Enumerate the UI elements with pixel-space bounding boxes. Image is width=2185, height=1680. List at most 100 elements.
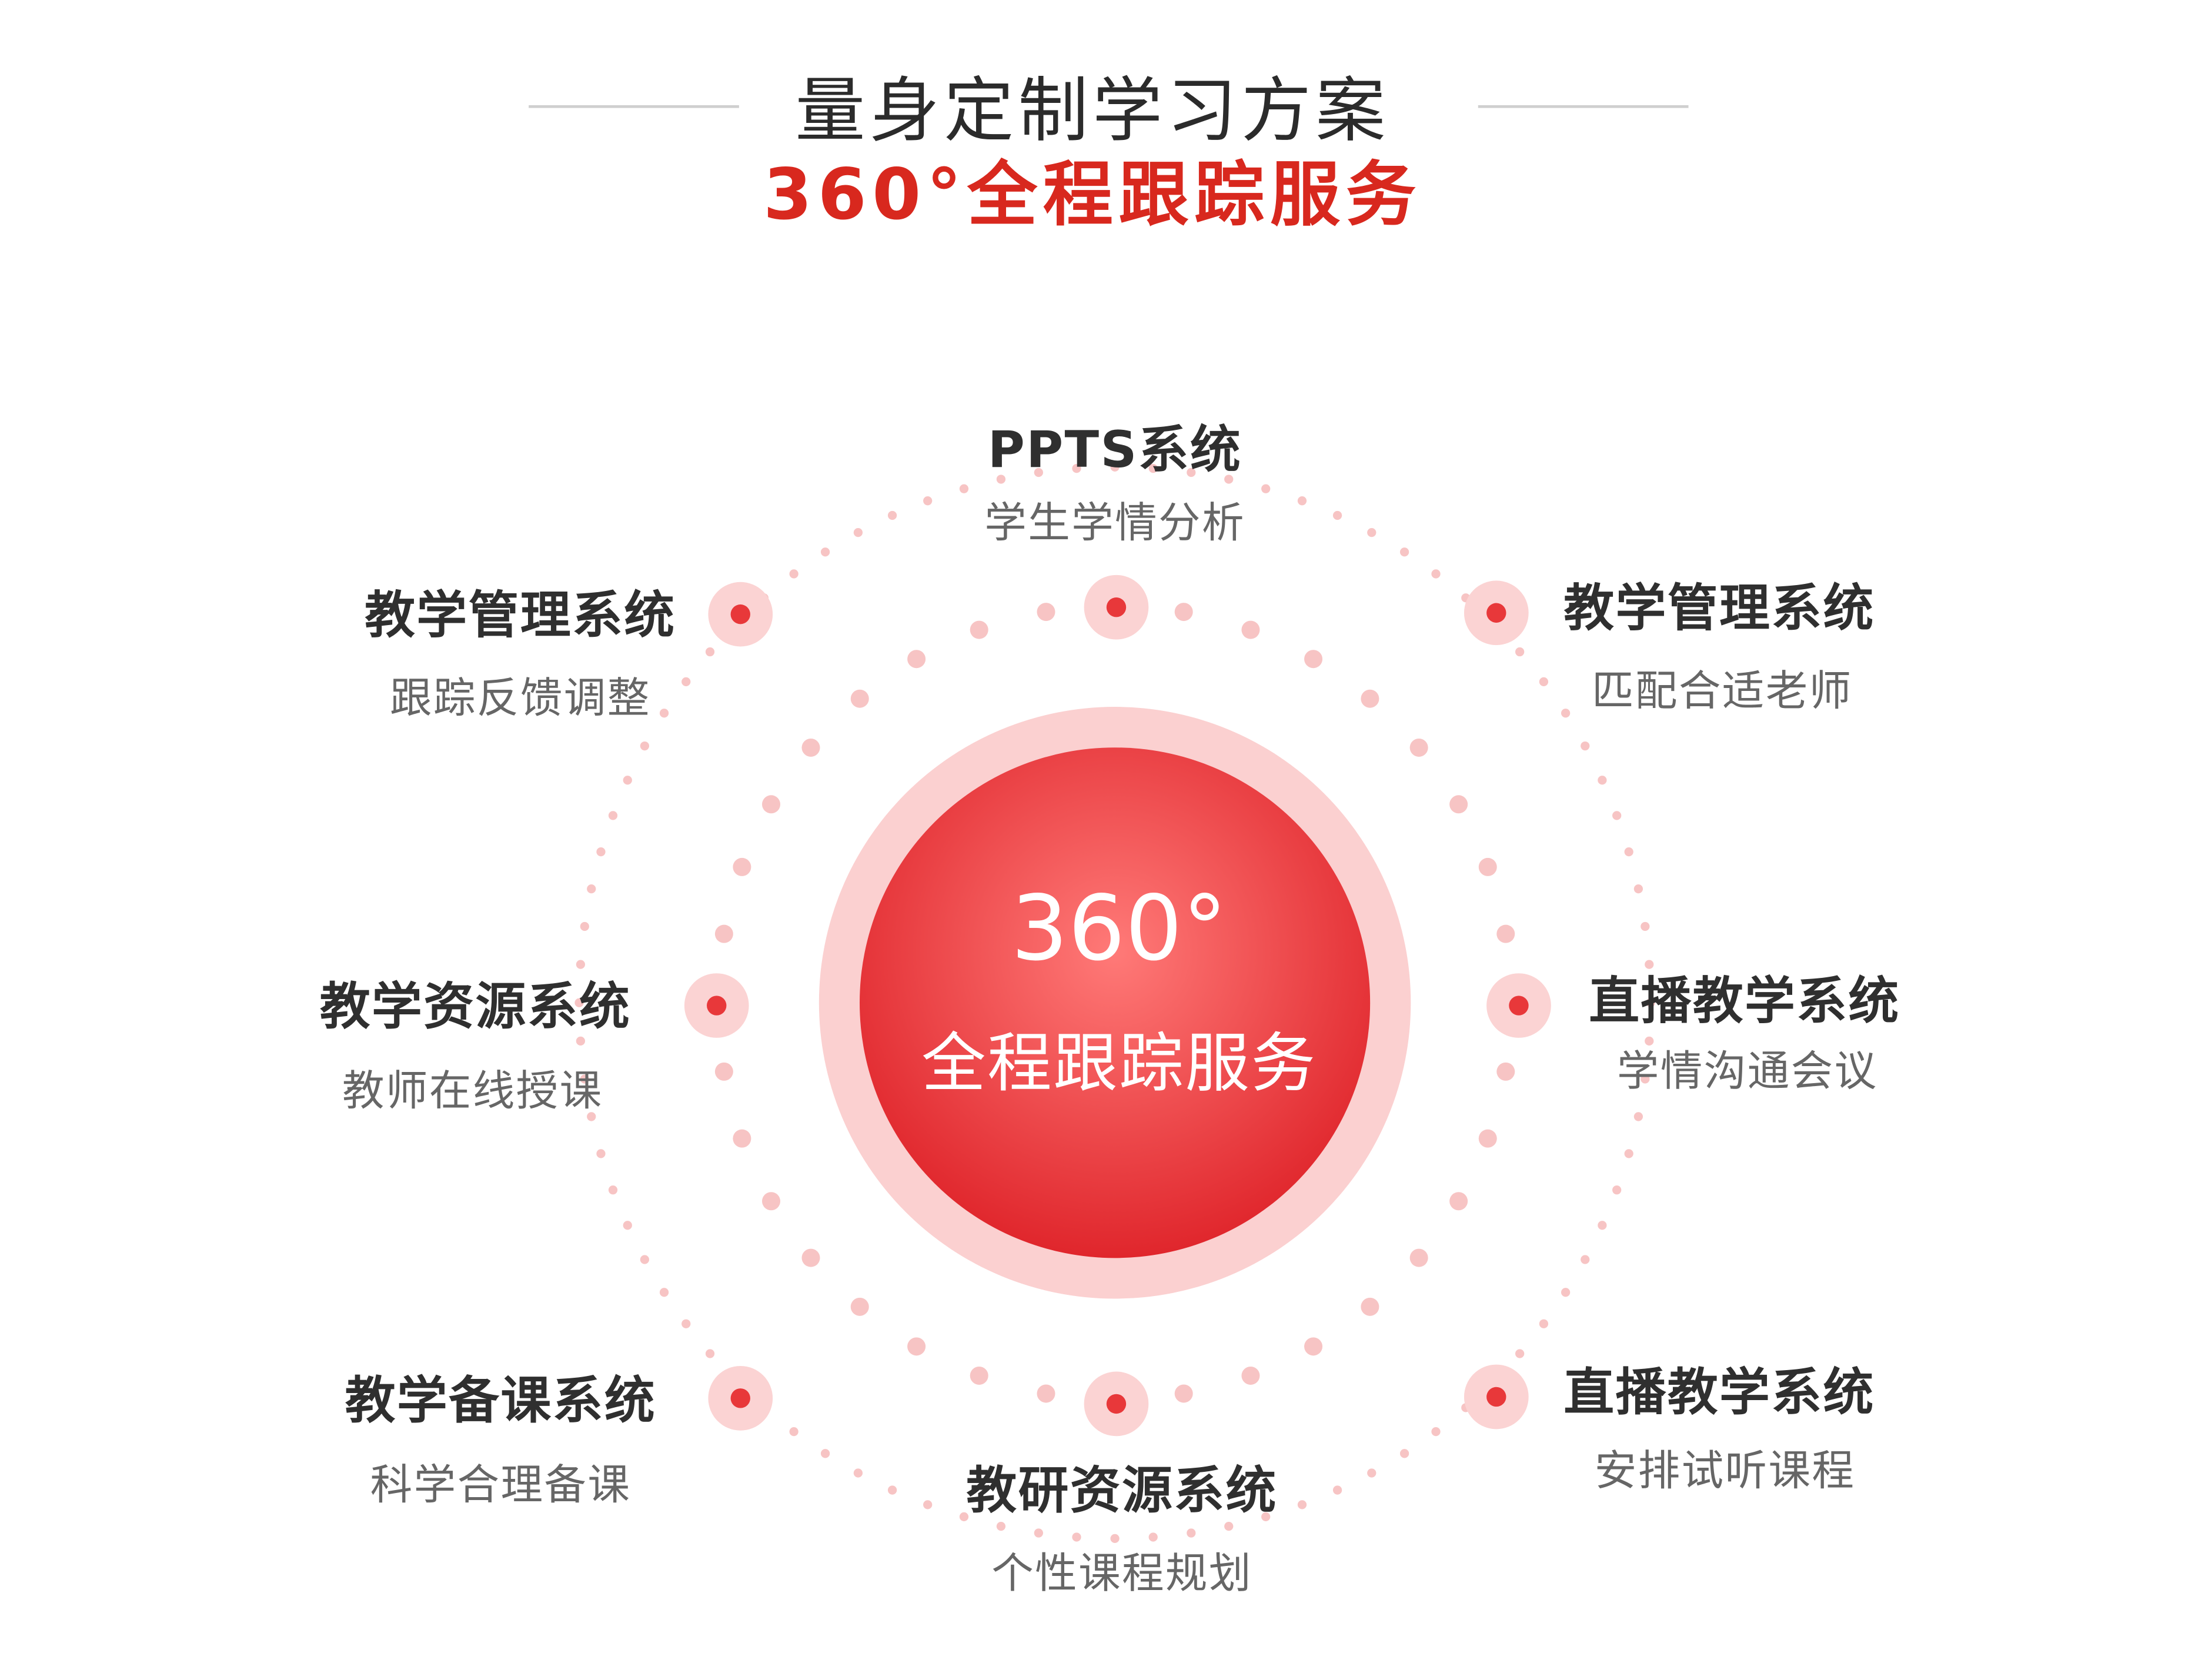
node-teaching-mgmt-left-subtitle: 跟踪反馈调整 xyxy=(390,674,651,724)
outer-ring-dot xyxy=(659,709,669,718)
outer-ring-dot xyxy=(1148,1532,1158,1542)
outer-ring-dot xyxy=(923,1500,933,1509)
inner-ring-dot xyxy=(1241,620,1260,639)
outer-ring-dot xyxy=(1261,1512,1271,1522)
outer-ring-dot xyxy=(789,569,799,579)
inner-ring-dot xyxy=(907,650,926,669)
inner-ring-dot xyxy=(1409,1248,1428,1267)
outer-ring-dot xyxy=(659,1288,669,1297)
outer-ring-dot xyxy=(1072,463,1081,473)
node-teaching-mgmt-left-title: 教学管理系统 xyxy=(365,587,676,646)
inner-ring-dot xyxy=(714,924,733,943)
outer-ring-dot xyxy=(580,1074,589,1084)
inner-ring-dot xyxy=(1496,924,1515,943)
outer-ring-dot xyxy=(853,527,863,537)
outer-ring-dot xyxy=(596,847,606,857)
outer-ring-dot xyxy=(1515,1349,1525,1358)
outer-ring-dot xyxy=(1367,1468,1377,1478)
center-text: 全程跟踪服务 xyxy=(921,1025,1317,1101)
outer-ring-dot xyxy=(1367,527,1377,537)
outer-ring-dot xyxy=(608,1185,618,1195)
node-marker-core xyxy=(1106,1394,1127,1414)
outer-ring-dot xyxy=(923,496,933,506)
outer-ring-dot xyxy=(1034,1528,1043,1538)
inner-ring-dot xyxy=(907,1337,926,1356)
outer-ring-dot xyxy=(1297,1500,1307,1509)
outer-ring-dot xyxy=(1297,496,1307,506)
inner-ring-dot xyxy=(1496,1062,1515,1081)
outer-ring-dot xyxy=(1624,1149,1633,1158)
outer-ring-dot xyxy=(1148,463,1158,473)
inner-ring-dot xyxy=(1361,689,1379,708)
inner-ring-dot xyxy=(801,1248,820,1267)
node-marker-core xyxy=(1106,597,1127,617)
outer-ring-dot xyxy=(1646,998,1655,1007)
node-teaching-resource-title: 教学资源系统 xyxy=(319,978,632,1037)
outer-ring-dot xyxy=(1431,569,1441,579)
outer-ring-dot xyxy=(574,998,584,1007)
inner-ring-dot xyxy=(1449,1192,1468,1211)
node-marker-core xyxy=(1486,603,1506,623)
inner-ring-dot xyxy=(733,857,751,876)
node-research-title: 教研资源系统 xyxy=(966,1462,1278,1521)
center-ball xyxy=(860,747,1371,1258)
node-marker-core xyxy=(1486,1387,1506,1407)
outer-ring-dot xyxy=(1224,475,1234,484)
inner-ring-dot xyxy=(970,620,988,639)
outer-ring-dot xyxy=(576,1036,586,1046)
inner-ring-dot xyxy=(762,795,781,814)
inner-ring-dot xyxy=(1037,603,1055,622)
node-markers xyxy=(684,575,1551,1437)
outer-ring-dot xyxy=(1110,462,1120,472)
title-rule-left xyxy=(529,105,739,108)
inner-ring-dot xyxy=(1304,650,1323,669)
node-lesson-prep-title: 教学备课系统 xyxy=(345,1372,657,1431)
outer-ring-dot xyxy=(1612,1185,1622,1195)
outer-ring-dot xyxy=(1598,1221,1607,1230)
node-teaching-mgmt-right-subtitle: 匹配合适老师 xyxy=(1591,667,1853,717)
node-marker-core xyxy=(707,996,727,1016)
outer-ring-dot xyxy=(1399,547,1409,557)
outer-ring-dot xyxy=(1624,847,1633,857)
inner-ring-dot xyxy=(970,1366,988,1385)
outer-dotted-ring xyxy=(574,462,1655,1543)
page-subtitle: 360°全程跟踪服务 xyxy=(763,154,1422,236)
inner-ring-dot xyxy=(1174,1384,1193,1403)
inner-ring-dot xyxy=(1449,795,1468,814)
outer-ring-dot xyxy=(1581,1255,1590,1264)
outer-ring-dot xyxy=(681,1319,691,1328)
center-number: 360° xyxy=(1011,878,1228,982)
node-live-teaching-right-subtitle: 学情沟通会议 xyxy=(1616,1047,1878,1097)
outer-ring-dot xyxy=(1598,776,1607,785)
node-marker-core xyxy=(1509,996,1529,1016)
inner-dotted-ring xyxy=(709,596,1521,1409)
node-teaching-resource-subtitle: 教师在线授课 xyxy=(342,1067,603,1117)
outer-ring-dot xyxy=(1612,811,1622,820)
node-live-teaching-right-title: 直播教学系统 xyxy=(1589,973,1900,1031)
outer-ring-dot xyxy=(1187,467,1196,477)
outer-ring-dot xyxy=(820,547,830,557)
node-marker-core xyxy=(730,604,750,624)
outer-ring-dot xyxy=(1110,1534,1120,1543)
outer-ring-dot xyxy=(1561,1288,1571,1297)
outer-ring-dot xyxy=(587,884,596,894)
node-research-subtitle: 个性课程规划 xyxy=(991,1549,1252,1599)
outer-ring-dot xyxy=(1034,467,1043,477)
outer-ring-dot xyxy=(1515,647,1525,657)
outer-ring-dot xyxy=(1633,1112,1643,1121)
node-live-teaching-bottom-subtitle: 安排试听课程 xyxy=(1594,1447,1856,1497)
inner-ring-dot xyxy=(1241,1366,1260,1385)
outer-ring-dot xyxy=(1641,1074,1650,1084)
outer-ring-dot xyxy=(640,741,650,751)
inner-ring-dot xyxy=(850,1297,869,1316)
outer-ring-dot xyxy=(1539,1319,1549,1328)
outer-ring-dot xyxy=(1399,1449,1409,1458)
outer-ring-dot xyxy=(1645,1036,1654,1046)
outer-ring-dot xyxy=(789,1427,799,1437)
inner-ring-dot xyxy=(801,738,820,757)
outer-ring-dot xyxy=(1072,1532,1081,1542)
outer-ring-dot xyxy=(623,1221,632,1230)
inner-ring-dot xyxy=(733,1129,751,1148)
outer-ring-dot xyxy=(1187,1528,1196,1538)
